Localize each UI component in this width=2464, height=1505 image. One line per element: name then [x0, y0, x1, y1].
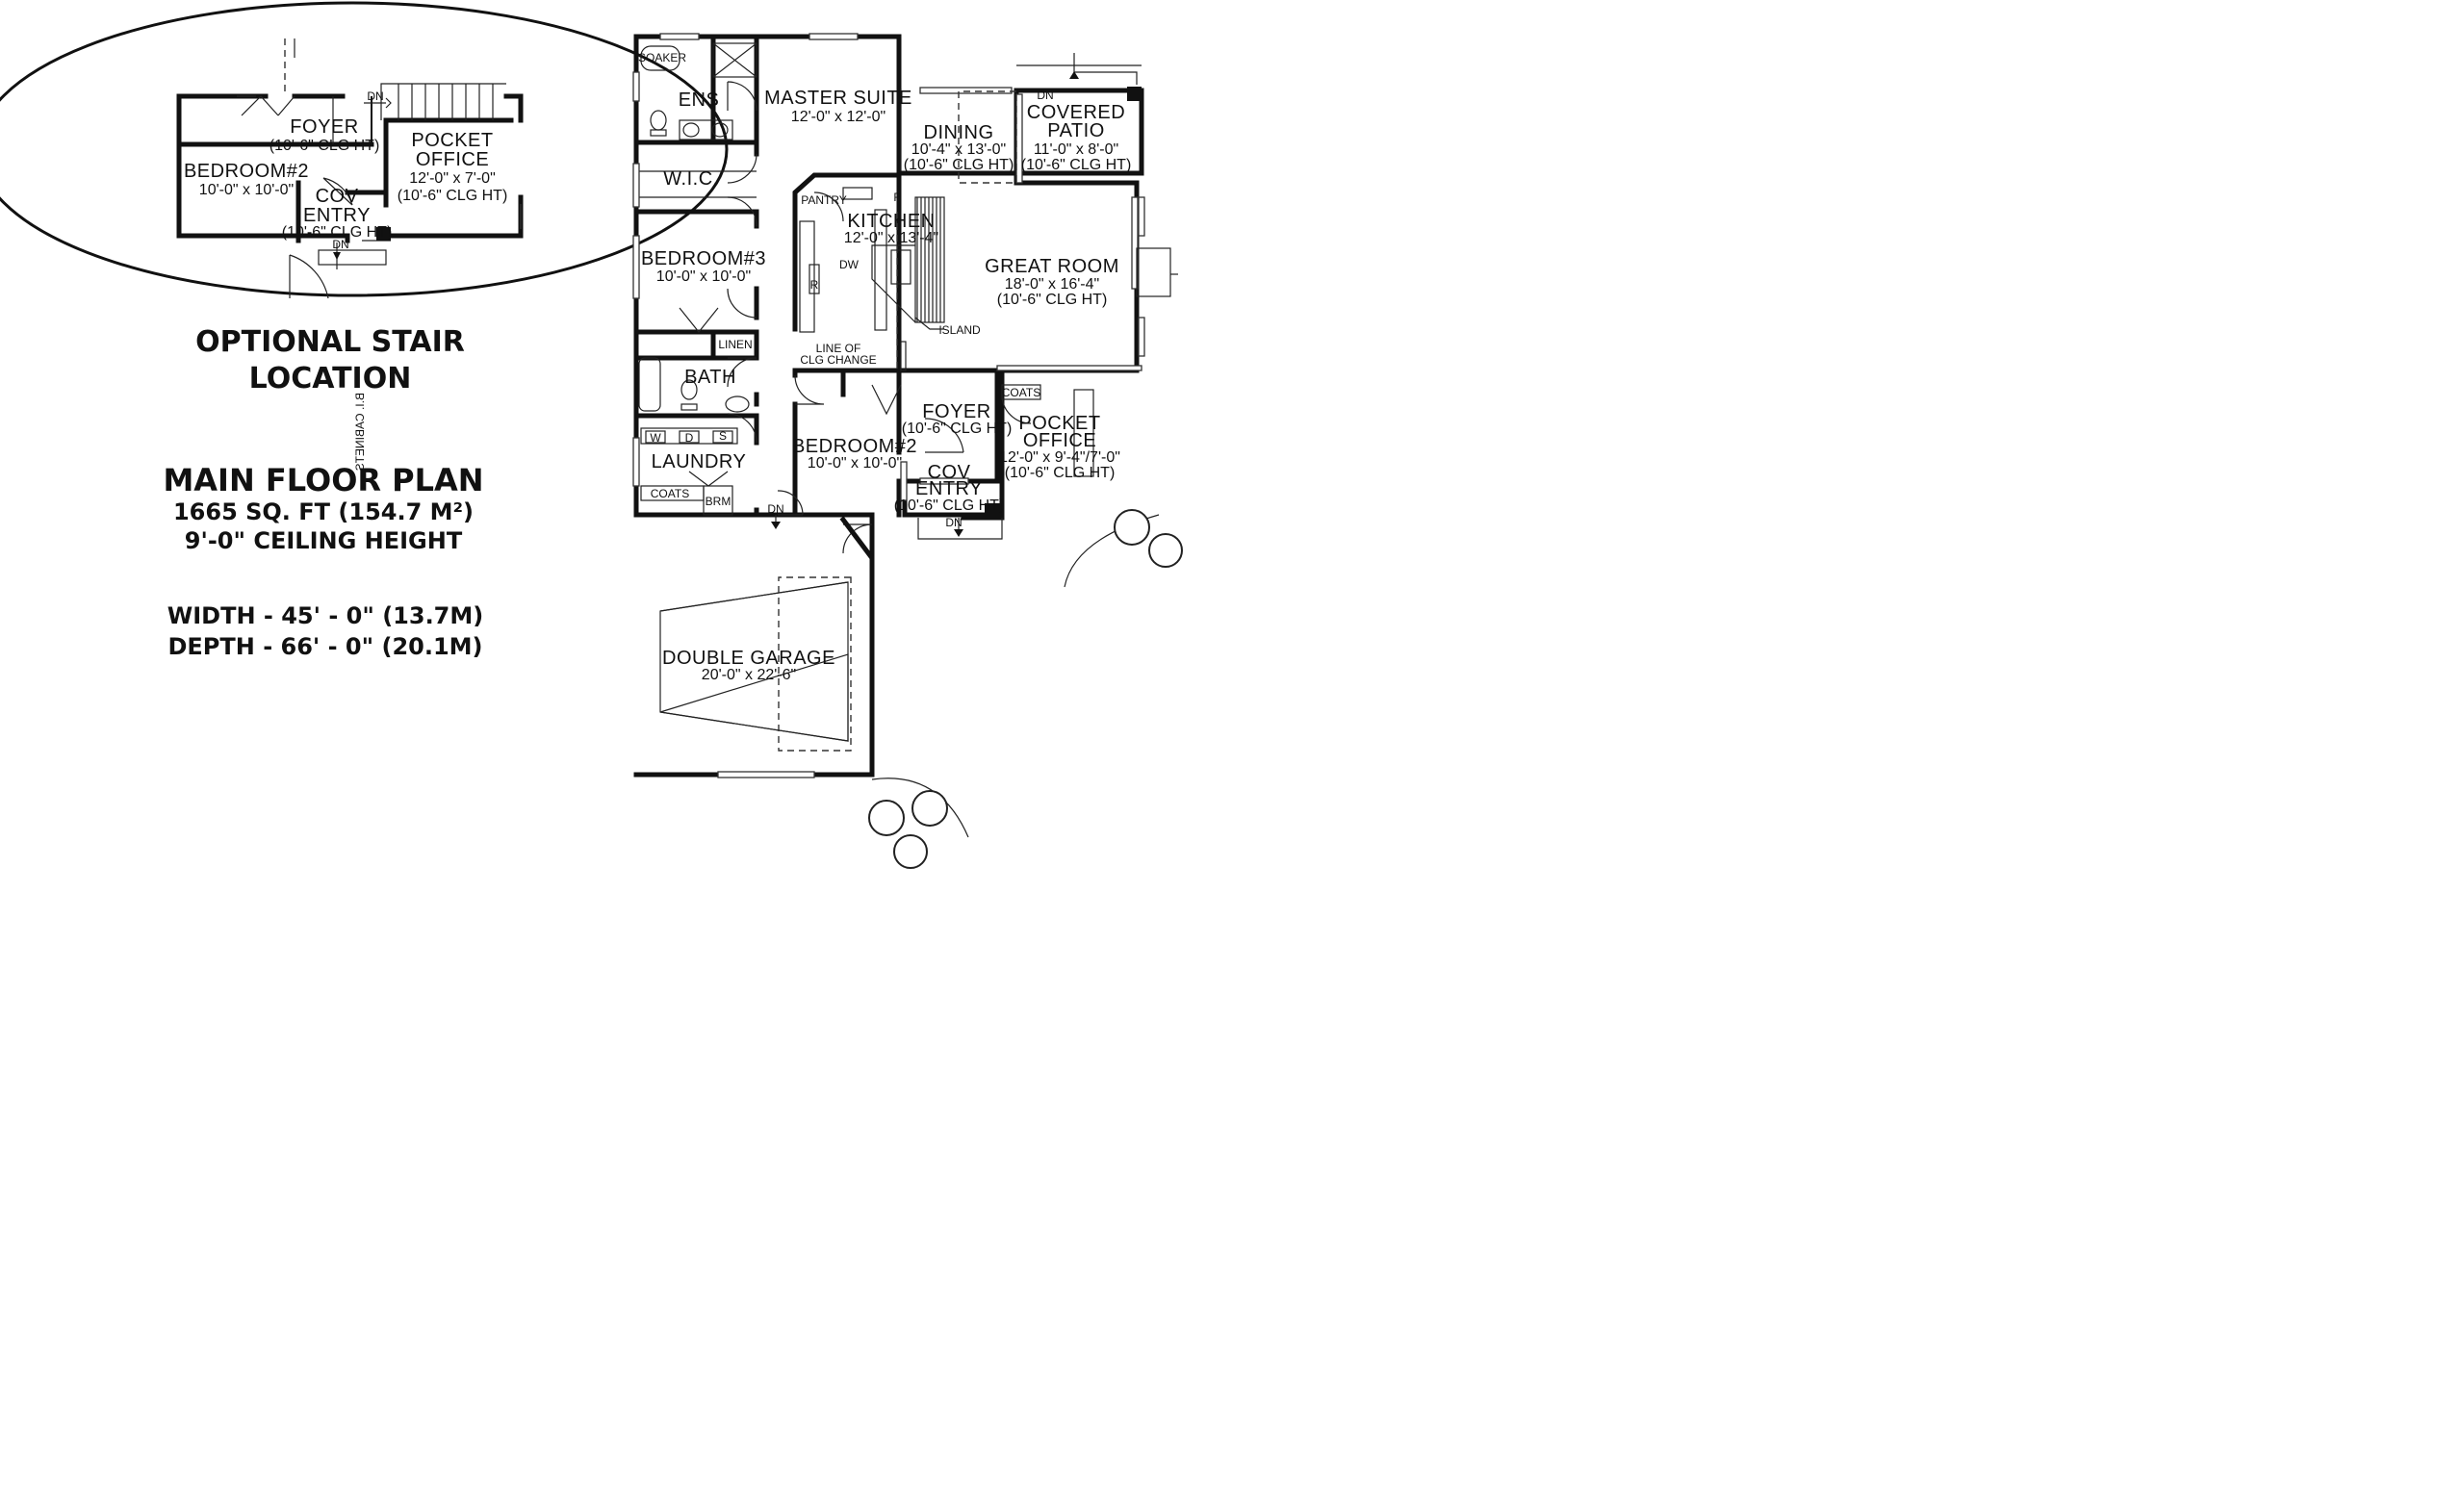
great-room-label: GREAT ROOM: [985, 256, 1119, 277]
optional-stair-title-2: LOCATION: [249, 362, 412, 395]
linen-label: LINEN: [718, 338, 752, 351]
kitchen-island: [914, 196, 945, 323]
master-suite-label: MASTER SUITE: [764, 88, 912, 109]
inset-office-label-2: OFFICE: [416, 149, 489, 170]
great-room-dim: 18'-0" x 16'-4": [1005, 276, 1099, 293]
dining-dim: 10'-4" x 13'-0": [911, 141, 1006, 158]
dryer-label: D: [685, 431, 694, 445]
fridge-label: F: [893, 191, 900, 204]
optional-stair-title-1: OPTIONAL STAIR: [195, 325, 465, 359]
garage-dim: 20'-0" x 22'-6": [702, 667, 796, 683]
brm-label: BRM: [706, 495, 732, 508]
cov-entry-label-1: COV: [928, 462, 971, 483]
dining-label: DINING: [924, 122, 994, 143]
soaker-label: SOAKER: [638, 51, 686, 64]
main-detail-lines: [636, 89, 1142, 501]
ens-label: ENS: [679, 89, 720, 111]
inset-stair: [284, 38, 506, 120]
inset-doors: [241, 95, 391, 299]
coats-office-label: COATS: [1002, 386, 1040, 399]
wic-label: W.I.C.: [663, 168, 718, 190]
coats-laundry-label: COATS: [651, 487, 689, 500]
title-block: OPTIONAL STAIR LOCATION MAIN FLOOR PLAN …: [163, 325, 483, 660]
patio-dim: 11'-0" x 8'-0": [1034, 141, 1118, 158]
inset-ellipse: [0, 1, 729, 297]
patio-clg: (10'-6" CLG HT): [1021, 157, 1132, 173]
inset-foyer-label: FOYER: [290, 116, 358, 138]
inset-cov-entry-label-1: COV: [316, 186, 359, 207]
inset-office-dim: 12'-0" x 7'-0": [409, 170, 496, 187]
inset-office-label-1: POCKET: [411, 130, 493, 151]
dw-label: DW: [839, 258, 860, 271]
bedroom2-dim: 10'-0" x 10'-0": [808, 455, 902, 472]
cov-entry-dn: DN: [945, 516, 962, 529]
cov-entry-steps: [771, 515, 1003, 540]
inset-office-clg: (10'-6" CLG HT): [398, 188, 508, 204]
fireplace: [1136, 247, 1171, 297]
mirrored-drawing: FOYER (10'-6" CLG HT) POCKET OFFICE 12'-…: [0, 1, 1183, 869]
room-labels: SOAKER ENS MASTER SUITE 12'-0" x 12'-0" …: [353, 51, 1131, 683]
garage-label: DOUBLE GARAGE: [662, 648, 835, 669]
main-walls: [633, 34, 1144, 778]
cabinets-label: B.I. CABINETS: [353, 393, 367, 471]
square-footage: 1665 SQ. FT (154.7 M²): [173, 498, 474, 525]
laundry-label: LAUNDRY: [652, 451, 747, 472]
bedroom2-label: BEDROOM#2: [792, 436, 917, 457]
foyer-label: FOYER: [922, 401, 990, 422]
dn-garage-label: DN: [767, 502, 783, 516]
dining-clg: (10'-6" CLG HT): [904, 157, 1014, 173]
master-suite-dim: 12'-0" x 12'-0": [791, 109, 886, 125]
patio-dn: DN: [1037, 89, 1053, 102]
garage: [659, 516, 875, 778]
optional-stair-inset: FOYER (10'-6" CLG HT) POCKET OFFICE 12'-…: [0, 1, 729, 299]
sink-label: S: [719, 429, 727, 443]
inset-cov-entry-clg: (10'-6" CLG HT): [282, 224, 393, 241]
inset-cov-entry-label-2: ENTRY: [303, 205, 371, 226]
patio-label-2: PATIO: [1047, 120, 1105, 141]
main-doors: [679, 81, 1032, 554]
inset-dn-entry: DN: [332, 238, 348, 251]
foyer-clg: (10'-6" CLG HT): [902, 421, 1013, 437]
inset-bedroom2-label: BEDROOM#2: [184, 161, 309, 182]
patio-label-1: COVERED: [1027, 102, 1125, 123]
bath-label: BATH: [684, 367, 736, 388]
office-dim: 12'-0" x 9'-4"/7'-0": [999, 449, 1120, 466]
office-clg: (10'-6" CLG HT): [1005, 465, 1116, 481]
pantry-label: PANTRY: [801, 193, 847, 207]
washer-label: W: [650, 431, 661, 445]
kitchen-label: KITCHEN: [847, 211, 935, 232]
bedroom3-label: BEDROOM#3: [641, 248, 766, 269]
inset-foyer-clg: (10'-6" CLG HT): [270, 138, 380, 154]
clg-change-label-2: CLG CHANGE: [800, 353, 876, 367]
inset-bedroom2-dim: 10'-0" x 10'-0": [199, 182, 294, 198]
island-leader: [914, 317, 944, 330]
office-label-2: OFFICE: [1023, 430, 1096, 451]
depth-dimension: DEPTH - 66' - 0" (20.1M): [167, 633, 482, 660]
landscaping: [868, 509, 1183, 869]
great-room-clg: (10'-6" CLG HT): [997, 292, 1108, 308]
range-label: R: [810, 278, 819, 292]
cov-entry-clg: (10'-6" CLG HT): [894, 497, 1005, 514]
width-dimension: WIDTH - 45' - 0" (13.7M): [167, 602, 483, 629]
clg-change-label-1: LINE OF: [816, 342, 861, 355]
office-label-1: POCKET: [1018, 413, 1100, 434]
main-fixtures: [638, 42, 1178, 518]
kitchen-dim: 12'-0" x 13'-4": [844, 230, 938, 246]
inset-dn-stair: DN: [367, 89, 383, 103]
inset-walls: [176, 93, 524, 243]
main-windows: [632, 33, 1145, 778]
cov-entry-label-2: ENTRY: [915, 478, 983, 499]
soaker-tub: [640, 45, 680, 71]
island-label: ISLAND: [938, 323, 981, 337]
bedroom3-dim: 10'-0" x 10'-0": [656, 268, 751, 285]
ceiling-height: 9'-0" CEILING HEIGHT: [185, 527, 463, 554]
main-floor-plan-title: MAIN FLOOR PLAN: [163, 462, 483, 498]
